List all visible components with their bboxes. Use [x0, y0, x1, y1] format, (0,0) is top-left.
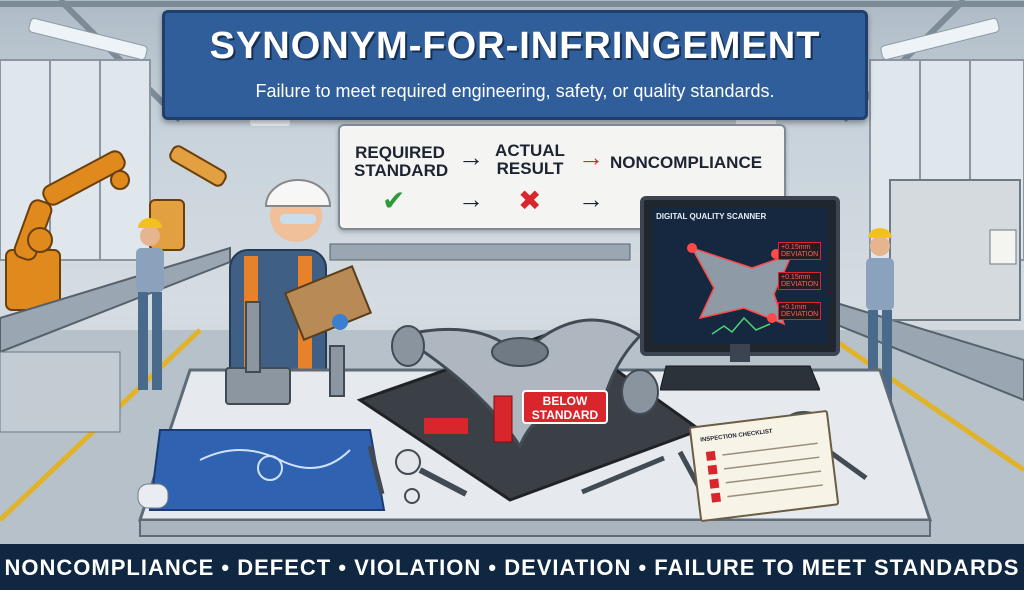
title-banner: SYNONYM-FOR-INFRINGEMENT Failure to meet…	[162, 10, 868, 120]
page-subtitle: Failure to meet required engineering, sa…	[255, 81, 775, 101]
flow-step-actual-line1: ACTUAL	[495, 141, 565, 160]
floor-safety-line-right	[818, 327, 1024, 473]
checklist-lines	[705, 442, 823, 503]
deviation-readout-3-value: +0.1mm	[781, 304, 807, 311]
robot-arm-left	[5, 150, 130, 311]
footer-bar: NONCOMPLIANCE • DEFECT • VIOLATION • DEV…	[0, 544, 1024, 590]
deviation-readout-2-value: +0.15mm	[781, 274, 811, 281]
flow-arrow-3: →	[458, 184, 484, 214]
flow-step-actual-result: ACTUAL RESULT	[490, 142, 570, 178]
below-standard-tag: BELOW STANDARD	[522, 390, 608, 424]
deviation-readout-1-value: +0.15mm	[781, 244, 811, 251]
scanner-title: DIGITAL QUALITY SCANNER	[656, 212, 767, 221]
robot-arm-back	[149, 145, 227, 251]
ceiling-lights	[28, 18, 1000, 126]
inspection-checklist: INSPECTION CHECKLIST	[688, 409, 840, 523]
flow-arrow-2: →	[578, 142, 604, 172]
deviation-readout-3-label: DEVIATION	[781, 311, 819, 318]
deviation-readout-1-label: DEVIATION	[781, 251, 819, 258]
flow-step-required-line1: REQUIRED	[355, 143, 445, 162]
below-standard-line2: STANDARD	[531, 408, 599, 422]
flow-step-required-line2: STANDARD	[354, 161, 449, 180]
flow-step-noncompliance: NONCOMPLIANCE	[610, 153, 763, 172]
conveyor-back	[329, 243, 631, 261]
flow-arrow-4: →	[578, 184, 604, 214]
check-mark-icon: ✔	[382, 185, 406, 216]
flow-step-actual-line2: RESULT	[496, 159, 564, 178]
footer-synonyms: NONCOMPLIANCE • DEFECT • VIOLATION • DEV…	[4, 555, 1020, 580]
deviation-readout-3: +0.1mm DEVIATION	[778, 302, 822, 320]
cross-mark-icon: ✖	[518, 185, 542, 216]
flow-step-required-standard: REQUIRED STANDARD	[354, 143, 449, 180]
worker-right	[866, 228, 894, 412]
page-title: SYNONYM-FOR-INFRINGEMENT	[209, 25, 821, 67]
blueprint-sheet	[137, 429, 386, 511]
quality-scanner-monitor: DIGITAL QUALITY SCANNER +0.15mm DEVIATIO…	[640, 196, 840, 356]
deviation-readout-1: +0.15mm DEVIATION	[778, 242, 822, 260]
deviation-readout-2-label: DEVIATION	[781, 281, 819, 288]
worker-left	[136, 218, 164, 390]
metal-control-arm	[391, 318, 659, 450]
monitor-screen: DIGITAL QUALITY SCANNER +0.15mm DEVIATIO…	[652, 208, 828, 344]
monitor-stand-keyboard	[660, 344, 820, 391]
below-standard-line1: BELOW	[542, 394, 588, 408]
scanner-part-graphic	[687, 243, 794, 335]
deviation-readout-2: +0.15mm DEVIATION	[778, 272, 822, 290]
flow-arrow-1: →	[458, 142, 484, 172]
